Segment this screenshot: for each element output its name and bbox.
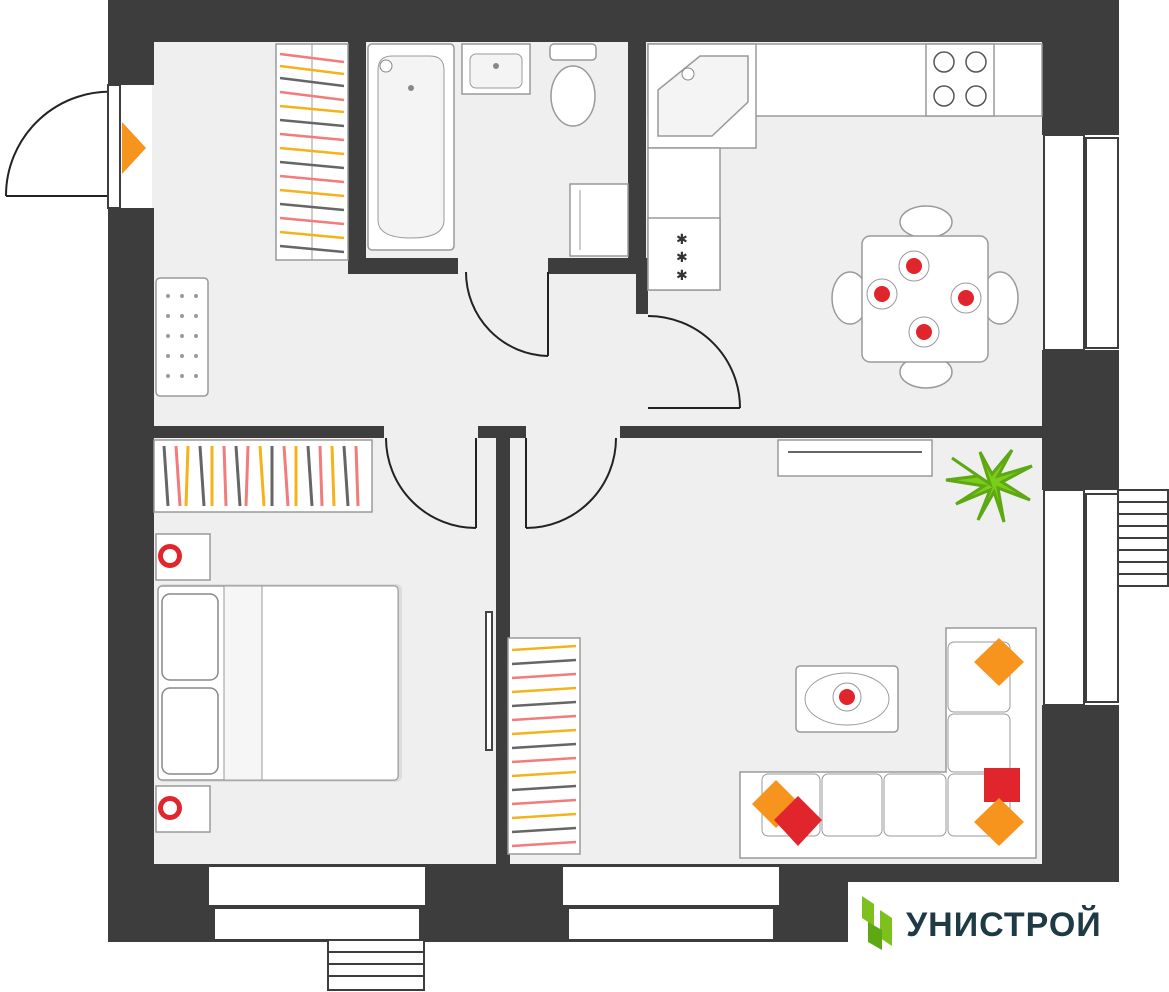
- toilet: [549, 43, 597, 127]
- brand-name: УНИСТРОЙ: [906, 905, 1102, 944]
- entrance-arrow-icon: [122, 122, 146, 174]
- svg-text:✱: ✱: [676, 249, 688, 265]
- brand-logo-mark: [862, 896, 874, 926]
- double-bed: [157, 584, 402, 782]
- plant-icon: [945, 449, 1033, 523]
- svg-text:✱: ✱: [676, 267, 688, 283]
- doors: [4, 84, 741, 751]
- nightstand: [155, 785, 211, 833]
- hallway-wardrobe: [275, 43, 349, 261]
- plates: [866, 250, 982, 348]
- tv-unit: [777, 439, 933, 477]
- hallway-bench: [155, 277, 209, 397]
- brand-logo: УНИСТРОЙ: [848, 882, 1140, 964]
- windows: [207, 134, 1119, 941]
- corner-sink: [657, 55, 749, 137]
- sink: [461, 43, 531, 95]
- dining-table: [831, 205, 1019, 389]
- balconies: [327, 489, 1169, 991]
- cushions: [752, 638, 1024, 846]
- nightstand: [155, 533, 211, 581]
- stove: ✱ ✱ ✱: [647, 217, 721, 291]
- bathtub: [367, 43, 455, 251]
- living-bookshelf: [507, 637, 581, 855]
- cooktop: [925, 43, 995, 117]
- svg-text:✱: ✱: [676, 231, 688, 247]
- coffee-table: [795, 665, 899, 733]
- washing-machine: [569, 183, 629, 257]
- interior-walls: [152, 40, 1044, 866]
- bedroom-bookshelf: [153, 439, 373, 513]
